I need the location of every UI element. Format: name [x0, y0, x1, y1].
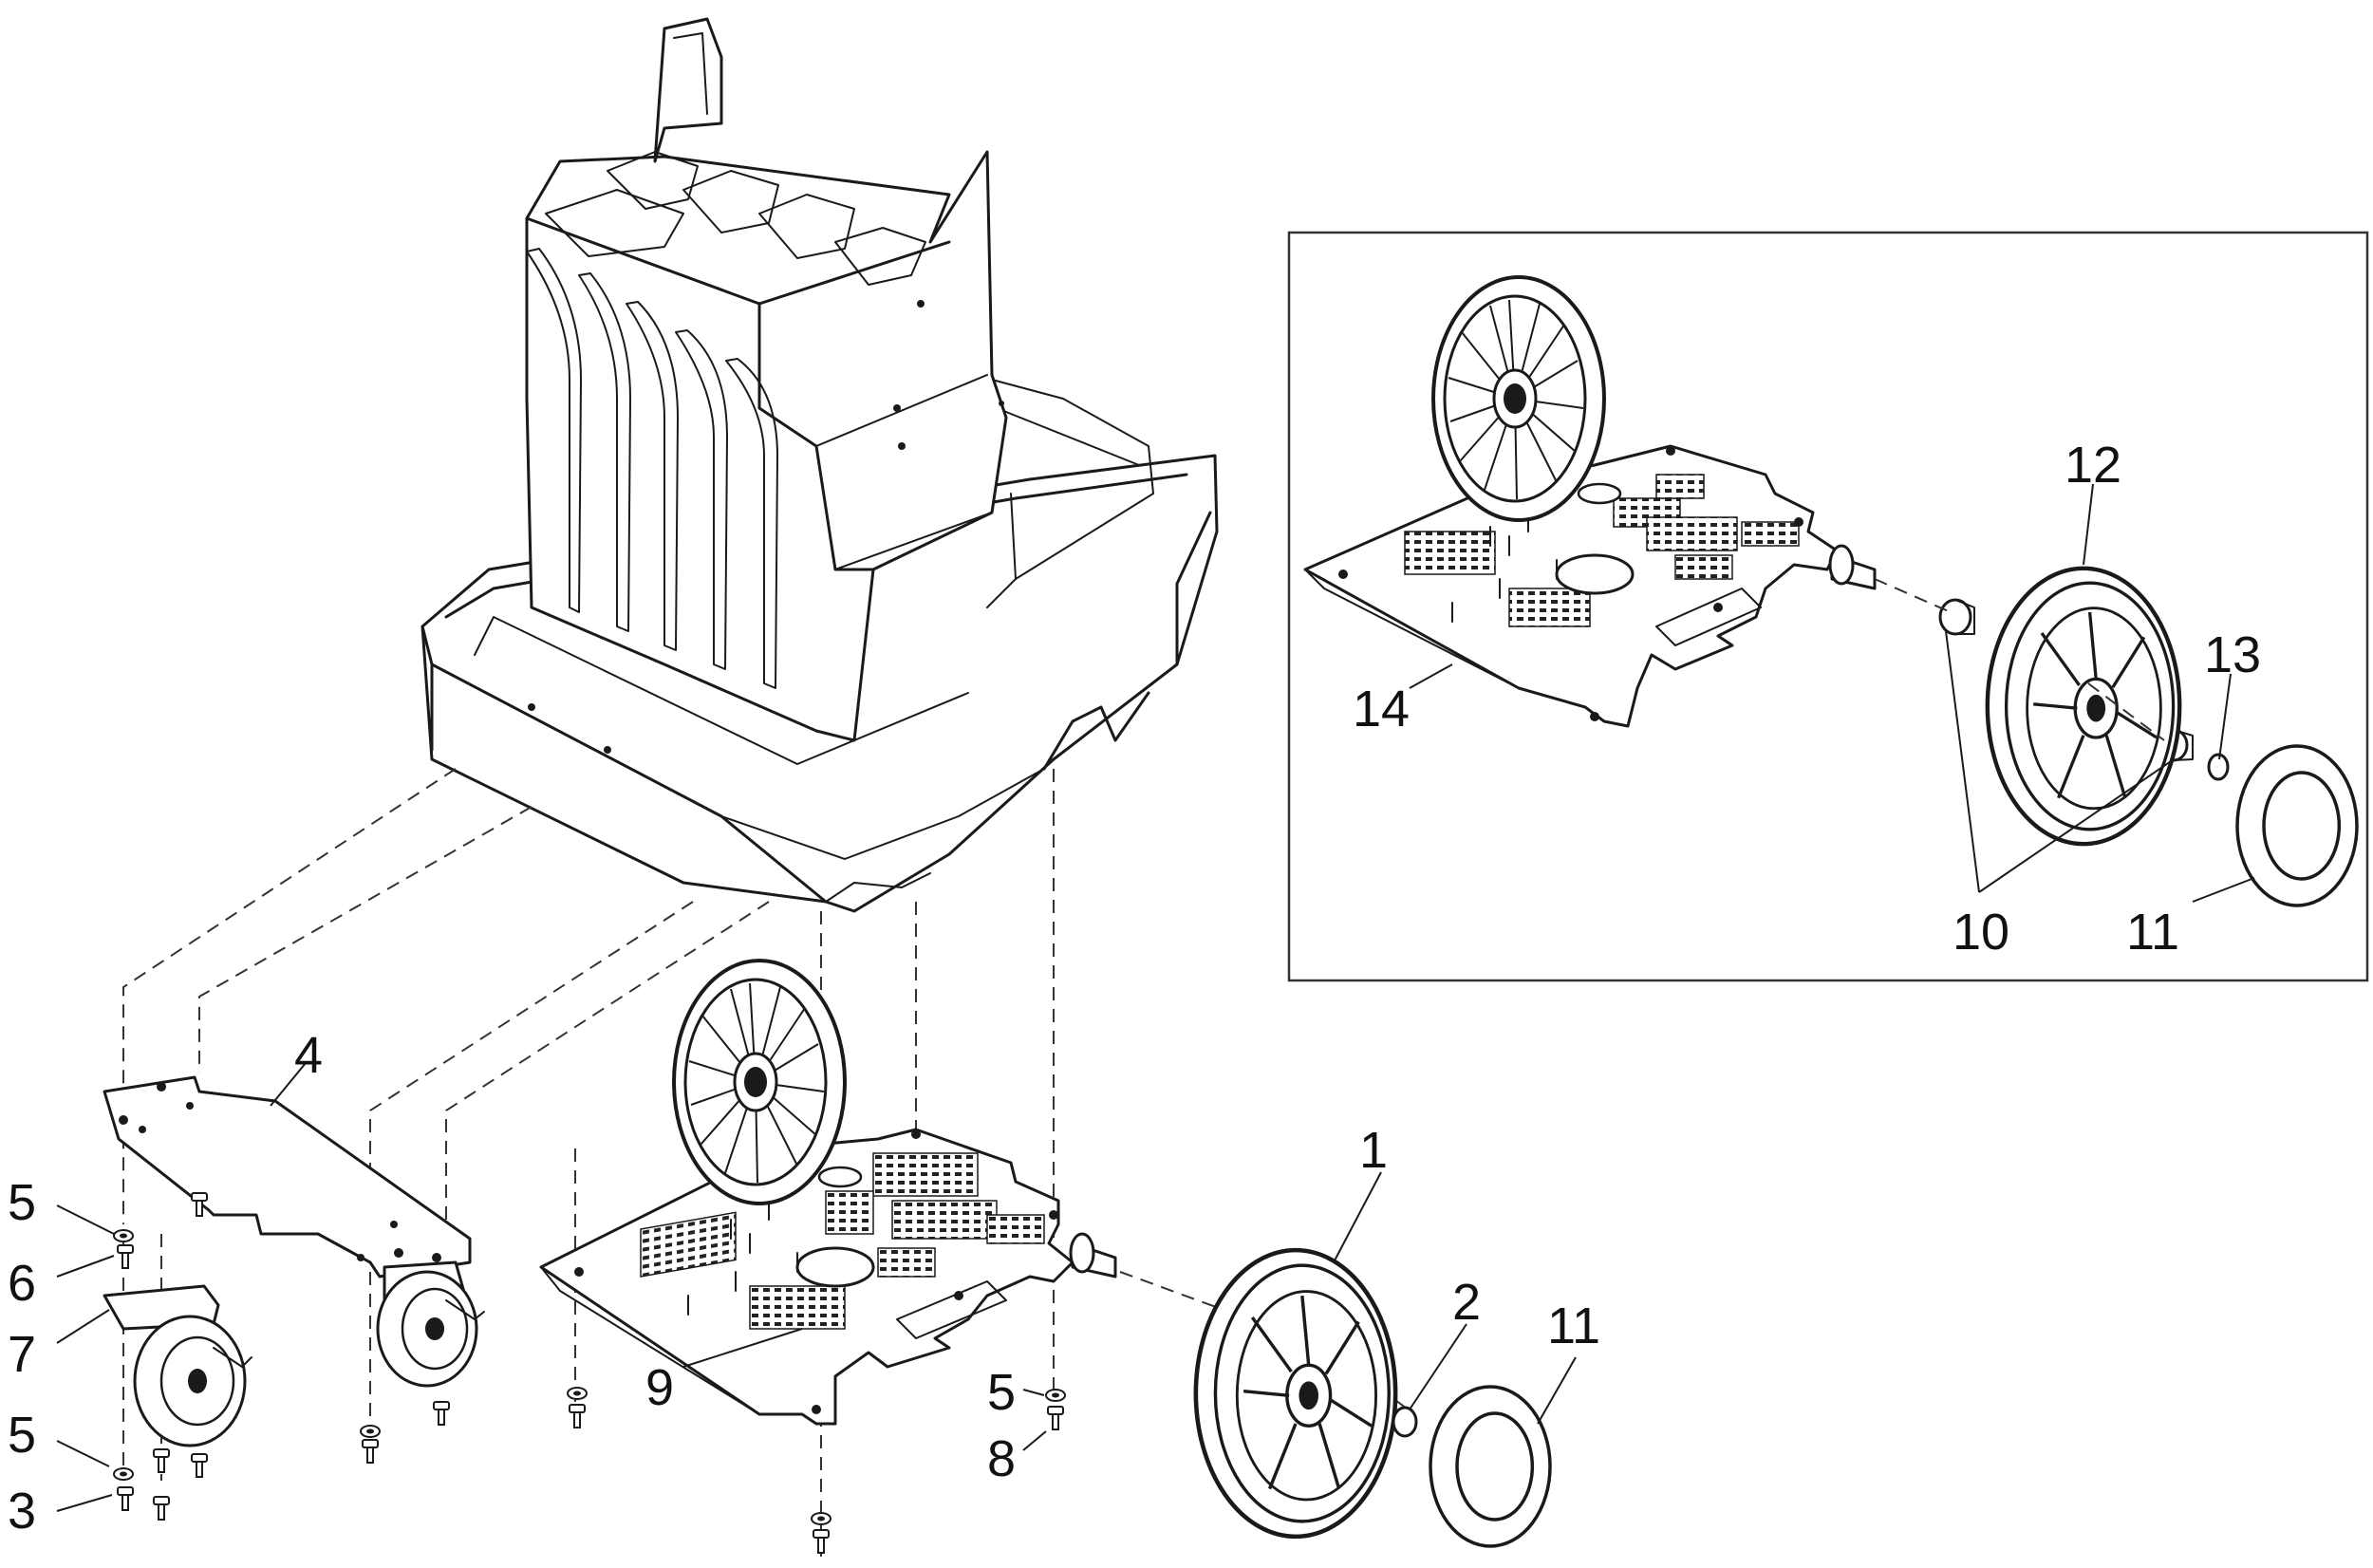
callout-5-top: 5: [8, 1174, 36, 1231]
callout-9: 9: [645, 1359, 674, 1416]
right-wheel: [1196, 1250, 1395, 1537]
assembly-lines: [122, 768, 1415, 1557]
caster-left: [103, 1284, 252, 1447]
organizer-slots: [526, 248, 778, 689]
body-holes: [528, 300, 1004, 754]
callout-7: 7: [8, 1326, 36, 1383]
hubcap: [1429, 1385, 1552, 1548]
hub-washer: [1392, 1406, 1418, 1438]
inset-callout-12: 12: [2065, 437, 2121, 494]
inset-washer: [2207, 753, 2230, 781]
callout-4: 4: [294, 1027, 323, 1084]
inset-right-wheel: [1988, 569, 2179, 844]
caster-plate: [103, 1075, 472, 1279]
callouts: 1 2 3 4 5 5 5 6 7 8 9 11: [8, 1027, 1600, 1540]
callout-8: 8: [987, 1430, 1016, 1487]
inset-detail: 12 13 10 11 14: [1287, 231, 2369, 982]
caster-right: [376, 1260, 485, 1388]
callout-2: 2: [1452, 1274, 1481, 1331]
base-plate: [539, 1128, 1117, 1426]
inset-leader-lines: [1409, 483, 2255, 903]
inset-frame: [1287, 231, 2369, 982]
inset-base-plate: [1303, 444, 1877, 728]
inset-bushing: [1938, 598, 1975, 636]
callout-1: 1: [1359, 1122, 1388, 1179]
inset-hubcap: [2235, 744, 2359, 907]
inset-callout-13: 13: [2204, 626, 2261, 683]
callout-3: 3: [8, 1483, 36, 1540]
inset-left-wheel: [1431, 275, 1606, 522]
left-wheel: [672, 959, 847, 1205]
callout-6: 6: [8, 1255, 36, 1312]
leader-lines: [56, 1062, 1577, 1512]
inset-callout-10: 10: [1953, 904, 2009, 961]
cart-body: [420, 17, 1219, 913]
inset-callout-14: 14: [1353, 681, 1410, 737]
inset-callout-11: 11: [2126, 904, 2179, 961]
callout-5-right: 5: [987, 1364, 1016, 1421]
callout-5-bottom: 5: [8, 1407, 36, 1464]
callout-11: 11: [1547, 1297, 1600, 1354]
